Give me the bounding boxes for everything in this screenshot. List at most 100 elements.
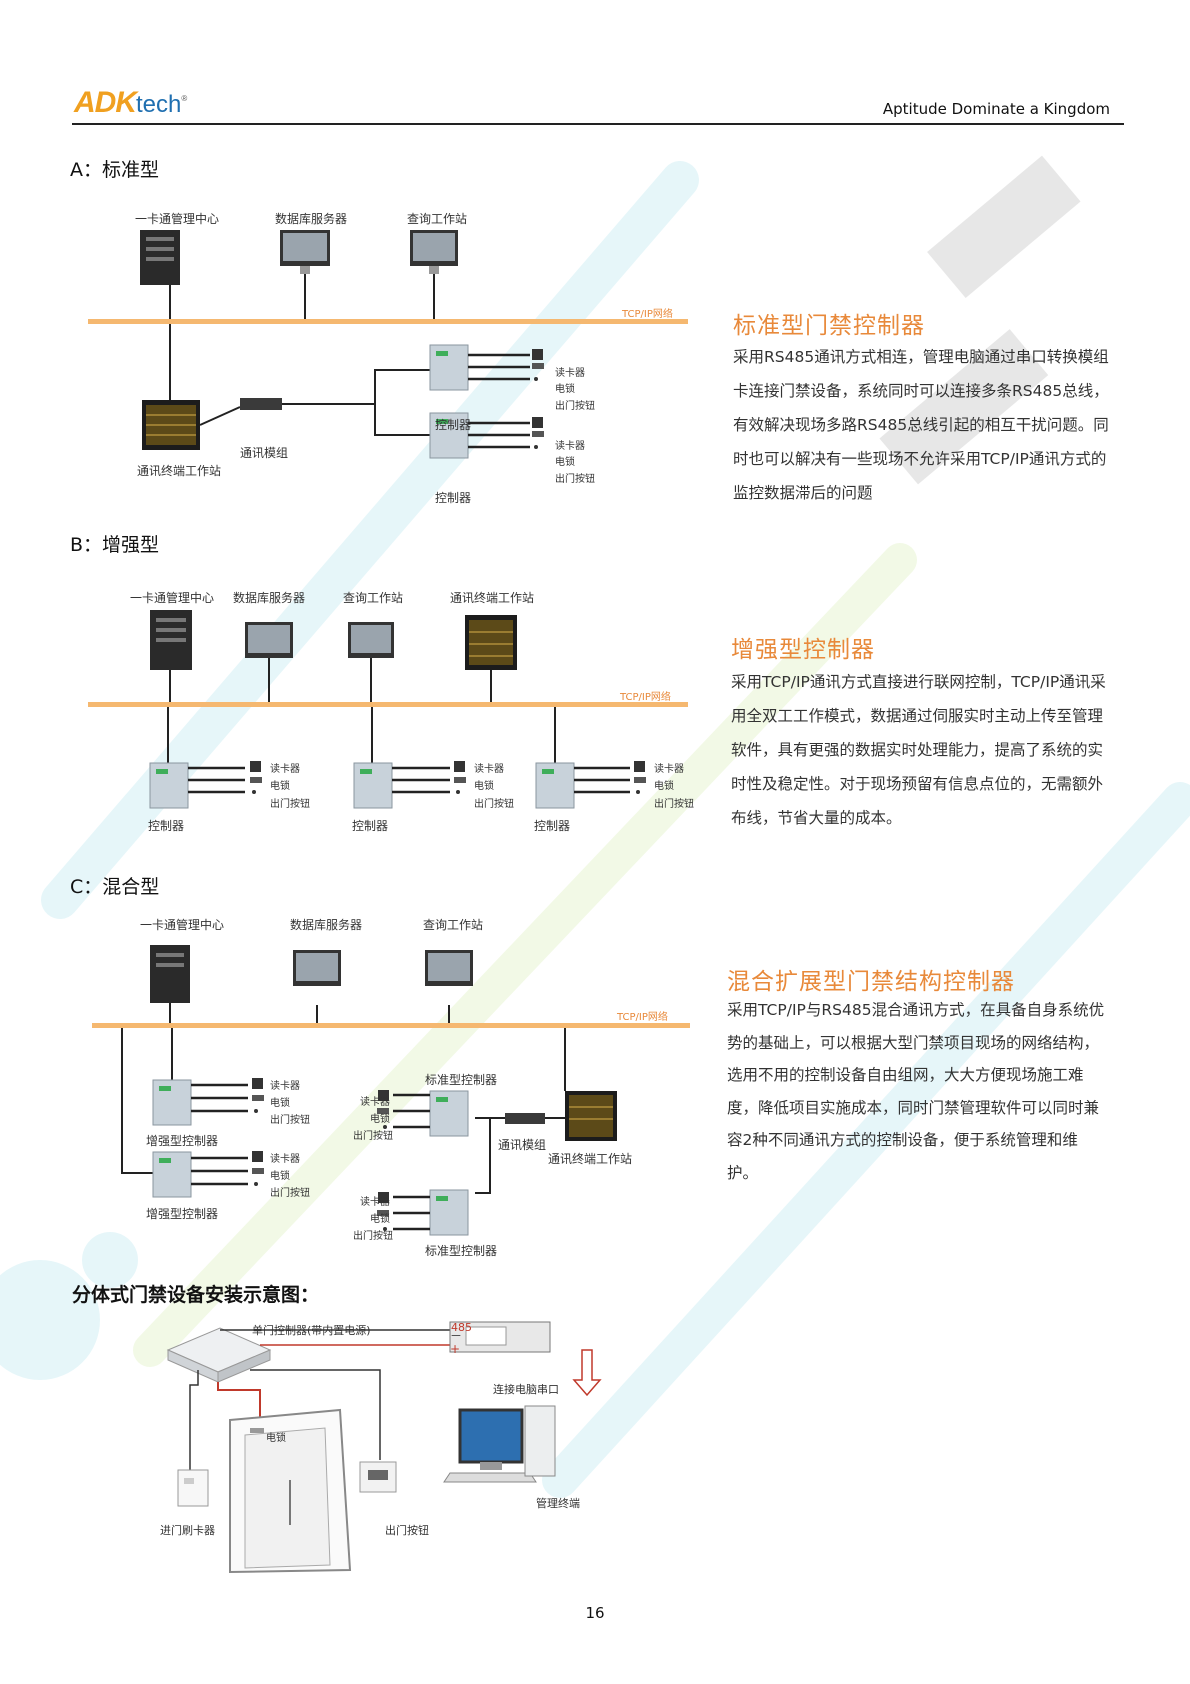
label-lock: 电锁: [370, 1114, 390, 1125]
arrow-down-icon: [572, 1349, 602, 1397]
controller-icon: [429, 1090, 469, 1137]
lock-icon: [250, 1428, 264, 1433]
label-minus: －: [450, 1329, 463, 1343]
label-lock: 电锁: [270, 1171, 290, 1182]
label-controller: 控制器: [435, 491, 472, 505]
controller-icon: [149, 762, 189, 809]
lock-icon: [377, 1108, 389, 1114]
controller-group: [353, 707, 466, 809]
controller-icon: [152, 1151, 192, 1198]
network-bus: [88, 702, 688, 707]
card-reader-icon: [532, 349, 543, 360]
label-enhanced: 增强型控制器: [146, 1207, 219, 1221]
label-terminal: 通讯终端工作站: [548, 1152, 633, 1166]
label-485: 485: [451, 1321, 472, 1334]
label-reader: 读卡器: [555, 368, 585, 379]
label-db: 数据库服务器: [290, 918, 363, 932]
label-controller: 控制器: [148, 819, 185, 833]
card-reader-icon: [454, 761, 465, 772]
label-db: 数据库服务器: [275, 212, 348, 226]
diagram-enhanced: [88, 610, 688, 809]
controller-icon: [429, 1189, 469, 1236]
terminal-panel-icon: [142, 400, 200, 450]
card-reader-icon: [634, 761, 645, 772]
page-number: 16: [585, 1604, 605, 1622]
label-controller: 控制器: [352, 819, 389, 833]
lock-icon: [377, 1210, 389, 1216]
comm-module-icon: [505, 1113, 545, 1124]
card-reader-icon: [378, 1192, 389, 1203]
label-standard: 标准型控制器: [425, 1244, 498, 1258]
rs485-converter-icon: [449, 1321, 551, 1353]
label-exit: 出门按钮: [474, 799, 514, 810]
label-lock: 电锁: [474, 781, 494, 792]
diagram-hybrid: [92, 945, 690, 1236]
lock-icon: [252, 1095, 264, 1101]
logo-suffix: tech: [136, 91, 182, 118]
button-icon: [534, 445, 538, 449]
text-standard: 采用RS485通讯方式相连，管理电脑通过串口转换模组卡连接门禁设备，系统同时可以…: [733, 348, 1109, 502]
label-reader: 读卡器: [270, 1081, 300, 1092]
label-center: 一卡通管理中心: [135, 212, 220, 226]
label-query: 查询工作站: [423, 918, 484, 932]
terminal-panel-icon: [465, 615, 517, 670]
lock-icon: [252, 1168, 264, 1174]
card-reader-icon: [250, 761, 261, 772]
server-icon: [140, 230, 180, 285]
section-c-label: C：混合型: [70, 876, 160, 898]
label-query: 查询工作站: [407, 212, 468, 226]
monitor-icon: [245, 622, 293, 658]
logo-mark: ®: [181, 94, 187, 103]
comm-module-icon: [240, 398, 282, 410]
button-icon: [254, 1109, 258, 1113]
card-reader-icon: [252, 1078, 263, 1089]
label-network: TCP/IP网络: [620, 692, 671, 703]
card-reader-icon: [378, 1090, 389, 1101]
heading-standard: 标准型门禁控制器: [733, 313, 925, 339]
label-install-exit: 出门按钮: [385, 1524, 429, 1537]
button-icon: [254, 1182, 258, 1186]
label-lock: 电锁: [270, 1098, 290, 1109]
tagline: Aptitude Dominate a Kingdom: [882, 100, 1110, 118]
server-icon: [150, 610, 192, 670]
label-exit: 出门按钮: [353, 1131, 393, 1142]
controller-icon: [535, 762, 575, 809]
button-icon: [383, 1125, 387, 1129]
network-bus: [88, 319, 688, 324]
label-network: TCP/IP网络: [622, 309, 673, 320]
label-lock: 电锁: [654, 781, 674, 792]
label-network: TCP/IP网络: [617, 1012, 668, 1023]
button-icon: [383, 1227, 387, 1231]
label-serial-port: 连接电脑串口: [493, 1383, 559, 1396]
lock-icon: [454, 777, 466, 783]
section-b-label: B：增强型: [70, 534, 160, 556]
server-icon: [150, 945, 190, 1003]
label-terminal: 通讯终端工作站: [450, 591, 535, 605]
button-icon: [456, 790, 460, 794]
lock-icon: [634, 777, 646, 783]
label-plus: +: [450, 1342, 461, 1356]
label-reader: 读卡器: [360, 1197, 390, 1208]
card-reader-icon: [177, 1469, 209, 1507]
label-exit: 出门按钮: [555, 474, 595, 485]
button-icon: [636, 790, 640, 794]
label-exit: 出门按钮: [270, 1115, 310, 1126]
label-exit: 出门按钮: [654, 799, 694, 810]
label-reader: 读卡器: [270, 764, 300, 775]
controller-box-icon: [166, 1327, 272, 1383]
label-reader: 读卡器: [555, 441, 585, 452]
controller-icon: [429, 344, 469, 391]
label-lock: 电锁: [370, 1214, 390, 1225]
controller-icon: [152, 1079, 192, 1126]
label-exit: 出门按钮: [270, 799, 310, 810]
heading-hybrid: 混合扩展型门禁结构控制器: [727, 969, 1015, 995]
controller-group: [149, 707, 262, 809]
install-diagram: [166, 1321, 602, 1574]
label-install-controller: 单门控制器(带内置电源): [252, 1324, 371, 1337]
lock-icon: [532, 363, 544, 369]
label-install-lock: 电锁: [266, 1433, 286, 1444]
monitor-icon: [280, 230, 330, 274]
pc-icon: [443, 1405, 556, 1483]
install-title: 分体式门禁设备安装示意图：: [72, 1284, 320, 1306]
terminal-panel-icon: [565, 1091, 617, 1141]
